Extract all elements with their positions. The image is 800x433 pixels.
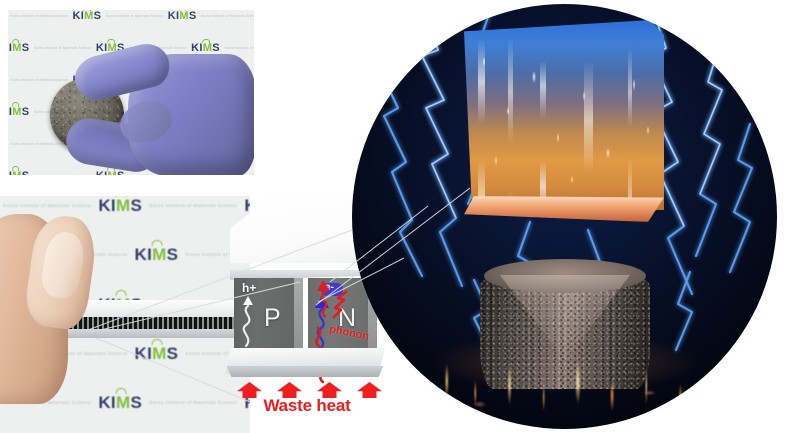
waste-heat-label: Waste heat [263,396,351,415]
kims-logo: KIMS [8,102,29,118]
kims-logo-subtext: Korea Institute of Materials Science [149,401,238,407]
kims-logo: KIMS [98,388,142,413]
kims-logo: KIMS [72,10,101,22]
module-bottom-plate [44,329,250,338]
kims-logo-row: KIMS Korea Institute of Materials Science… [0,196,250,216]
kims-logo-subtext: Korea Institute of Materials Science [39,351,128,357]
kims-logo-subtext: Korea Institute of Materials Science [3,401,92,407]
glowing-energy-cube [464,20,664,222]
energy-conversion-render [352,4,777,429]
kims-logo: KIMS [191,38,220,54]
kims-logo: KIMS [96,38,125,54]
cube-spark-highlights [464,20,664,210]
photo-gloved-hand-disc: KIMS Korea Institute of Materials Science… [8,10,254,175]
kims-logo-subtext: Korea Institute of Materials Science [149,204,238,210]
kims-logo: KIMS [96,166,125,175]
kims-logo-subtext: Korea Institute of Materials Science [33,45,92,50]
kims-logo-subtext: Korea Institute of Materials Science [105,14,164,19]
n-leg-side-face [368,278,377,350]
schematic-bottom-plate-edge [226,366,384,377]
kims-logo-subtext: Korea Institute of Materials Science [10,14,68,19]
kims-logo: KIMS [98,196,142,216]
kims-logo-subtext: Korea Institute of Materials Science [224,45,255,50]
ember-flames [424,349,709,429]
puck-top-face [484,259,646,293]
kims-logo: KIMS [8,38,29,54]
kims-logo-subtext: Korea Institute of Materials Science [3,204,92,210]
kims-logo: KIMS [135,240,179,265]
kims-logo-subtext: Korea Institute of Materials Science [10,77,68,82]
kims-logo-subtext: Korea Institute of Materials Science [10,141,68,146]
kims-logo-subtext: Korea Institute of Materials Science [201,14,254,19]
kims-logo: KIMS [168,10,197,22]
kims-logo: KIMS [135,338,179,364]
kims-logo-row: KIMS Korea Institute of Materials Science… [8,10,254,22]
kims-logo: KIMS [244,393,250,413]
kims-logo-subtext: Korea Institute of Materials Science [34,174,91,175]
kims-logo: KIMS [244,196,250,216]
photo-thermoelectric-module: KIMS Korea Institute of Materials Science… [0,196,250,433]
kims-logo: KIMS [8,166,29,175]
